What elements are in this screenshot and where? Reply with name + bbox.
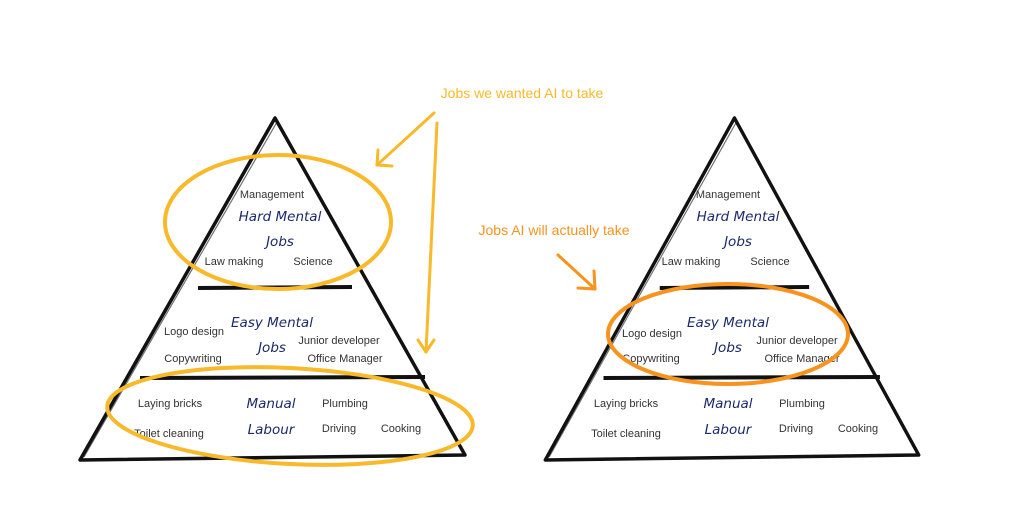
pyramid-left: Management Hard Mental Jobs Law making S… — [78, 116, 475, 467]
annotation-actual: Jobs AI will actually take — [479, 222, 630, 238]
pyramid-right: Management Hard Mental Jobs Law making S… — [543, 116, 921, 462]
job-label: Plumbing — [322, 398, 368, 410]
job-label: Copywriting — [164, 353, 221, 365]
highlight-ellipse-top — [163, 153, 393, 291]
job-label: Toilet cleaning — [134, 428, 204, 440]
tier-title: Jobs — [255, 340, 286, 356]
tier-title: Labour — [248, 422, 296, 438]
job-label: Cooking — [381, 423, 421, 435]
job-label: Driving — [322, 423, 356, 435]
job-label: Driving — [779, 423, 813, 435]
job-label: Law making — [662, 256, 721, 268]
job-label: Junior developer — [298, 335, 380, 347]
job-label: Law making — [205, 256, 264, 268]
job-label: Management — [240, 189, 304, 201]
job-label: Logo design — [164, 326, 224, 338]
job-label: Science — [750, 256, 789, 268]
tier-title: Manual — [703, 396, 752, 412]
job-label: Management — [696, 189, 760, 201]
arrow-to-bottom — [416, 121, 439, 354]
arrow-to-middle — [556, 253, 597, 291]
tier-title: Jobs — [711, 340, 742, 356]
highlight-ellipse-bottom — [105, 365, 475, 467]
tier-title: Jobs — [721, 234, 752, 250]
job-label: Copywriting — [622, 353, 679, 365]
job-label: Plumbing — [779, 398, 825, 410]
job-label: Junior developer — [756, 335, 838, 347]
job-label: Office Manager — [764, 353, 839, 365]
job-label: Toilet cleaning — [591, 428, 661, 440]
tier-title: Easy Mental — [231, 315, 313, 331]
highlight-ellipse-actual — [606, 282, 850, 386]
job-label: Logo design — [622, 328, 682, 340]
tier-title: Labour — [705, 422, 753, 438]
arrow-to-top — [375, 111, 436, 168]
job-label: Office Manager — [307, 353, 382, 365]
tier-title: Manual — [246, 396, 295, 412]
tier-title: Jobs — [263, 234, 294, 250]
tier-title: Easy Mental — [687, 315, 769, 331]
job-label: Laying bricks — [138, 398, 203, 410]
tier-title: Hard Mental — [239, 209, 322, 225]
job-label: Laying bricks — [594, 398, 659, 410]
annotation-wanted: Jobs we wanted AI to take — [441, 85, 604, 101]
job-label: Cooking — [838, 423, 878, 435]
job-label: Science — [293, 256, 332, 268]
tier-title: Hard Mental — [697, 209, 780, 225]
